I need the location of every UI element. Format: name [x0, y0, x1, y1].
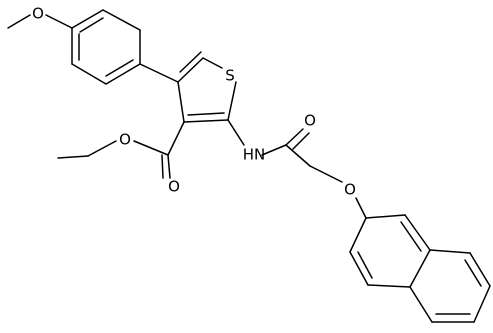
atom-labels: O S O O HN O O [32, 5, 356, 199]
amide-linker [227, 119, 367, 219]
ethyl-ester-group [57, 121, 185, 179]
naphthalene-ring-system [349, 214, 491, 323]
methoxyphenyl-ring [71, 9, 141, 85]
thiophene-ring [177, 51, 237, 123]
ester-carbonyl-oxygen-label: O [168, 178, 180, 196]
amide-nh-label: HN [243, 146, 266, 164]
ether-oxygen-label: O [344, 181, 356, 199]
aryl-thiophene-bond [139, 63, 179, 83]
ester-ether-oxygen-label: O [119, 131, 131, 149]
methoxy-group [7, 14, 73, 29]
methoxy-oxygen-label: O [32, 5, 44, 23]
thiophene-sulfur-label: S [225, 67, 235, 85]
amide-oxygen-label: O [304, 112, 316, 130]
